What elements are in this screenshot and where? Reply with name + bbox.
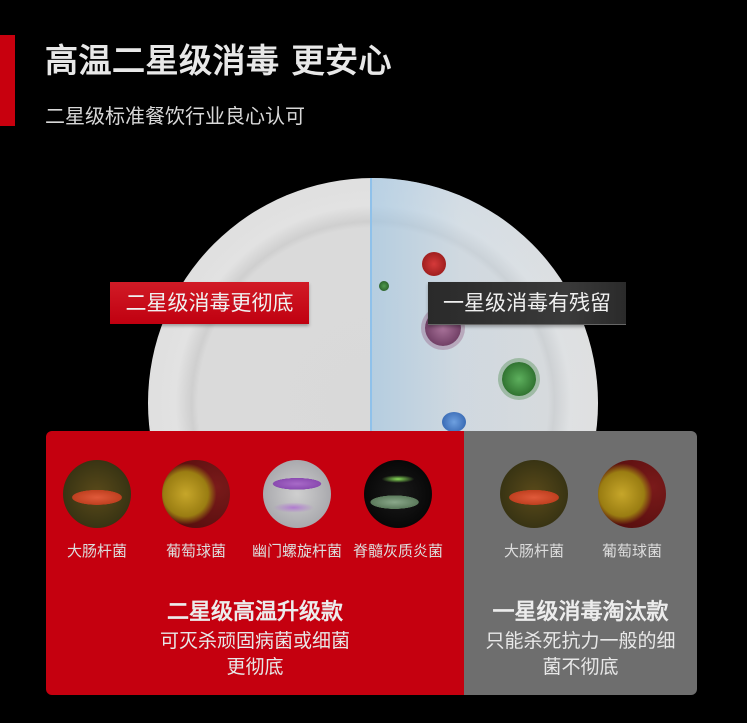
one-star-tag: 一星级消毒有残留 (428, 282, 626, 325)
page-subtitle: 二星级标准餐饮行业良心认可 (45, 104, 305, 128)
comparison-card: 大肠杆菌 葡萄球菌 幽门螺旋杆菌 脊髓灰质炎菌 二星级高温升级款 可灭杀顽固病菌… (46, 431, 697, 695)
bacteria-item: 大肠杆菌 (47, 460, 147, 561)
poliovirus-icon (364, 460, 432, 528)
germ-icon (422, 252, 446, 276)
e-coli-icon (500, 460, 568, 528)
bacteria-label: 幽门螺旋杆菌 (251, 542, 342, 560)
bacteria-label: 脊髓灰质炎菌 (352, 542, 443, 560)
bacteria-item: 脊髓灰质炎菌 (348, 460, 448, 561)
staphylococcus-icon (162, 460, 230, 528)
bacteria-label: 大肠杆菌 (66, 542, 127, 560)
e-coli-icon (63, 460, 131, 528)
two-star-title: 二星级高温升级款 (166, 600, 343, 625)
one-star-title: 一星级消毒淘汰款 (492, 600, 669, 625)
bacteria-item: 大肠杆菌 (484, 460, 584, 561)
accent-bar (0, 35, 15, 126)
description-line: 可灭杀顽固病菌或细菌 (159, 630, 350, 652)
germ-icon (379, 281, 389, 291)
bacteria-label: 大肠杆菌 (503, 542, 564, 560)
two-star-panel: 大肠杆菌 葡萄球菌 幽门螺旋杆菌 脊髓灰质炎菌 二星级高温升级款 可灭杀顽固病菌… (46, 431, 464, 695)
bacteria-label: 葡萄球菌 (601, 542, 662, 560)
one-star-description: 只能杀死抗力一般的细 菌不彻底 (464, 628, 697, 680)
page-title: 高温二星级消毒 更安心 (45, 41, 392, 80)
bacteria-item: 幽门螺旋杆菌 (247, 460, 347, 561)
description-line: 只能杀死抗力一般的细 (485, 630, 676, 652)
bacteria-item: 葡萄球菌 (582, 460, 682, 561)
description-line: 菌不彻底 (542, 656, 619, 678)
bacteria-icon (442, 412, 466, 432)
description-line: 更彻底 (226, 656, 284, 678)
virus-icon (502, 362, 536, 396)
staphylococcus-icon (598, 460, 666, 528)
bacteria-item: 葡萄球菌 (146, 460, 246, 561)
one-star-panel: 大肠杆菌 葡萄球菌 一星级消毒淘汰款 只能杀死抗力一般的细 菌不彻底 (464, 431, 697, 695)
plate-divider (370, 178, 372, 628)
h-pylori-icon (263, 460, 331, 528)
two-star-tag: 二星级消毒更彻底 (110, 282, 309, 324)
bacteria-label: 葡萄球菌 (165, 542, 226, 560)
two-star-description: 可灭杀顽固病菌或细菌 更彻底 (46, 628, 464, 680)
